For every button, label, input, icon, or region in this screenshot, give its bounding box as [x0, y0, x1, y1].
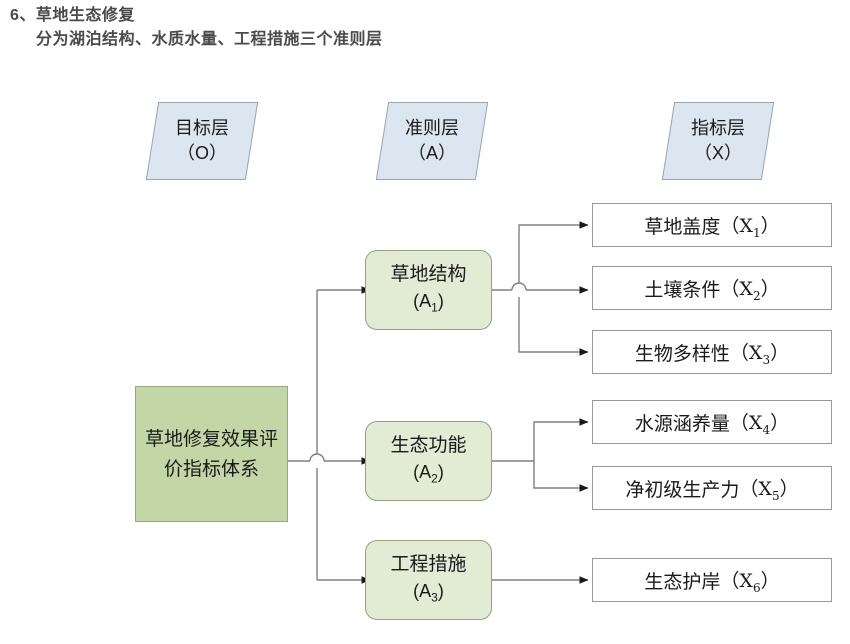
indicator-box-x1-label: 草地盖度: [644, 215, 721, 238]
connector-line-jump-left: [309, 453, 325, 462]
layer-header-goal: 目标层 （O）: [145, 102, 259, 180]
connector-a1-to-x1: [518, 221, 589, 283]
connector-a2-to-x5: [533, 461, 589, 492]
indicator-box-x3-label: 生物多样性: [634, 342, 730, 365]
indicator-box-x1[interactable]: 草地盖度 （X1）: [592, 203, 832, 247]
indicator-box-x4[interactable]: 水源涵养量 （X4）: [592, 400, 832, 444]
criteria-box-a2-code: (A2): [413, 461, 444, 486]
layer-header-criteria-title: 准则层: [405, 118, 459, 138]
indicator-box-x5[interactable]: 净初级生产力 （X5）: [592, 466, 832, 510]
layer-header-goal-code: （O）: [176, 143, 227, 163]
indicator-box-x3[interactable]: 生物多样性 （X3）: [592, 330, 832, 374]
indicator-box-x2-code: （X2）: [720, 277, 780, 303]
goal-box[interactable]: 草地修复效果评价指标体系: [135, 386, 288, 522]
indicator-box-x6-code: （X6）: [720, 569, 780, 595]
indicator-box-x6[interactable]: 生态护岸 （X6）: [592, 558, 832, 602]
criteria-box-a3-label: 工程措施: [390, 552, 467, 575]
goal-box-label: 草地修复效果评价指标体系: [144, 428, 278, 480]
heading-line-1: 6、草地生态修复: [10, 7, 135, 24]
heading-line-2: 分为湖泊结构、水质水量、工程措施三个准则层: [36, 31, 383, 48]
indicator-box-x1-code: （X1）: [720, 214, 780, 240]
layer-header-criteria-code: （A）: [407, 143, 456, 163]
criteria-box-a3[interactable]: 工程措施 (A3): [365, 540, 492, 620]
connector-a2-to-x4: [533, 418, 589, 461]
layer-header-criteria: 准则层 （A）: [375, 102, 489, 180]
connector-a1-to-x3: [518, 297, 589, 356]
criteria-box-a3-code: (A3): [413, 580, 444, 605]
connector-line-jump-a1: [511, 282, 527, 291]
criteria-box-a1-label: 草地结构: [390, 262, 467, 285]
criteria-box-a2-label: 生态功能: [390, 433, 467, 456]
indicator-box-x5-code: （X5）: [739, 477, 799, 503]
heading-block: 6、草地生态修复 分为湖泊结构、水质水量、工程措施三个准则层: [10, 4, 710, 52]
criteria-box-a1[interactable]: 草地结构 (A1): [365, 250, 492, 330]
layer-header-indicator: 指标层 （X）: [661, 102, 775, 180]
layer-header-goal-title: 目标层: [175, 118, 229, 138]
layer-header-indicator-code: （X）: [693, 143, 742, 163]
indicator-box-x4-label: 水源涵养量: [634, 412, 730, 435]
criteria-box-a2[interactable]: 生态功能 (A2): [365, 421, 492, 501]
indicator-box-x6-label: 生态护岸: [644, 570, 721, 593]
indicator-box-x2-label: 土壤条件: [644, 278, 721, 301]
layer-header-indicator-title: 指标层: [691, 118, 745, 138]
criteria-box-a1-code: (A1): [413, 290, 444, 315]
indicator-box-x4-code: （X4）: [729, 411, 790, 437]
indicator-box-x2[interactable]: 土壤条件 （X2）: [592, 266, 832, 310]
indicator-box-x3-code: （X3）: [729, 341, 790, 367]
indicator-box-x5-label: 净初级生产力: [625, 478, 740, 501]
